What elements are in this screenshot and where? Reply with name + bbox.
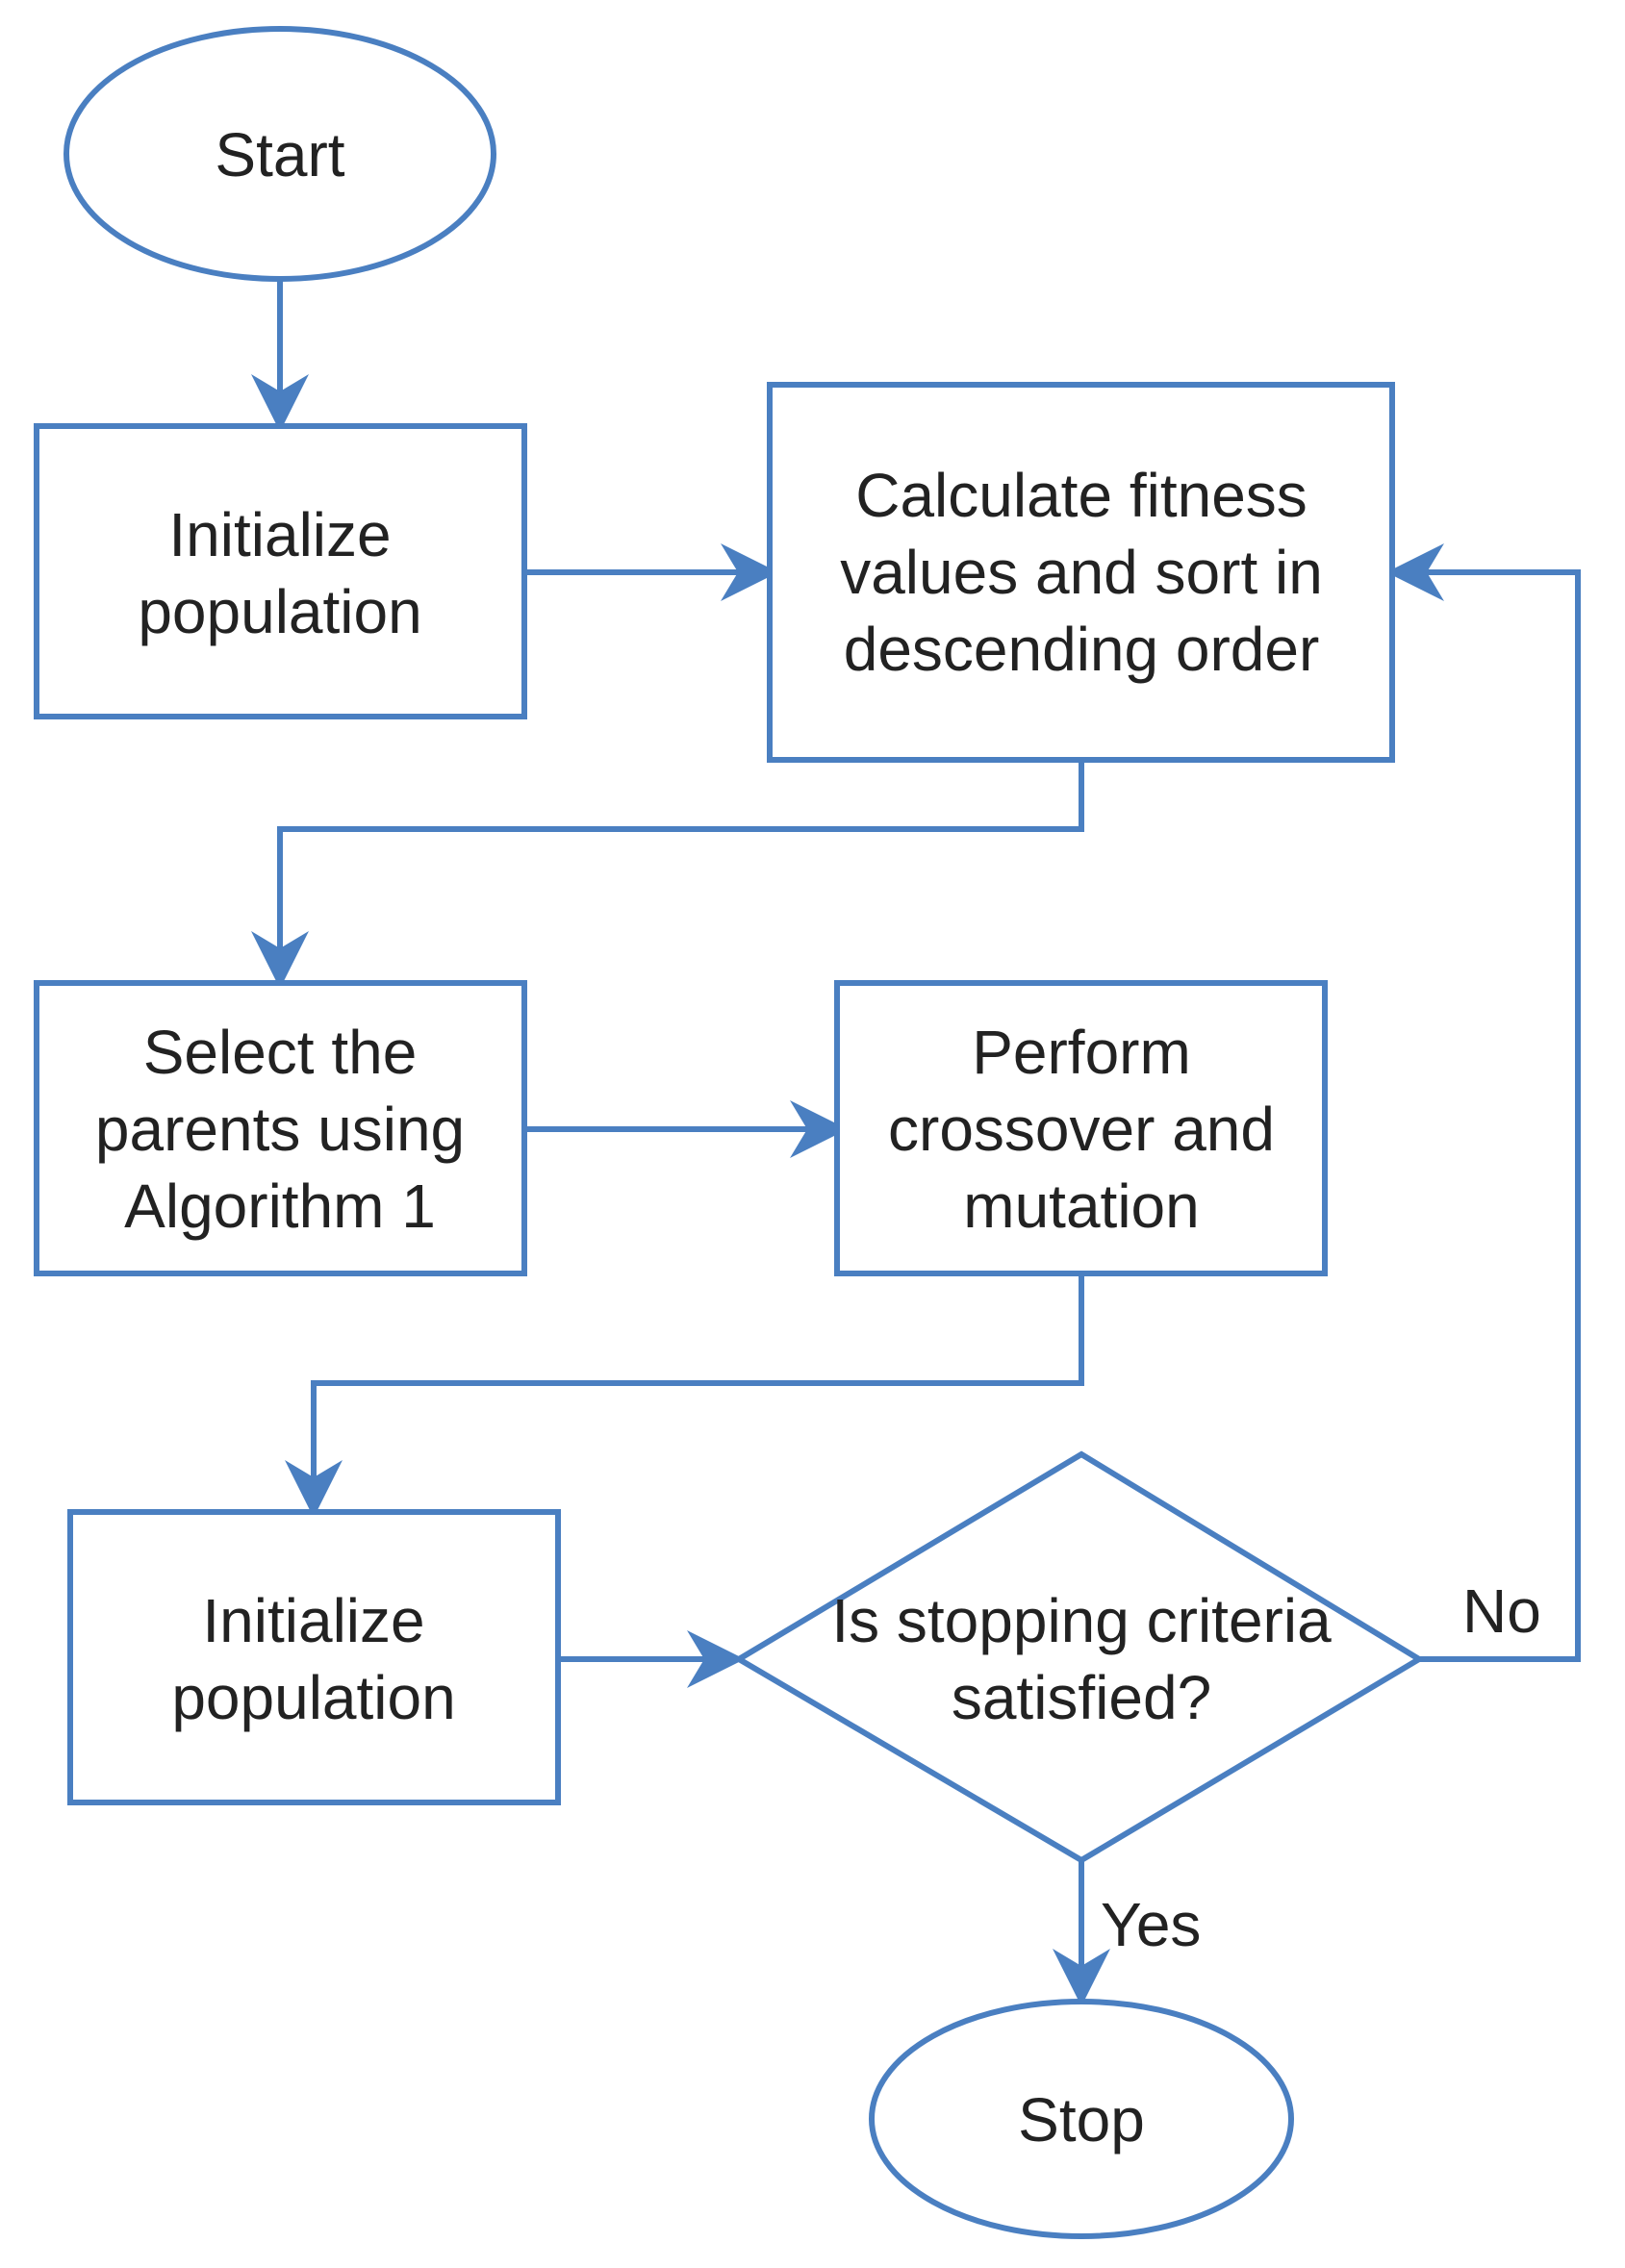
initialize-label-line-2: population <box>138 577 421 646</box>
fitness-label-line-1: Calculate fitness <box>855 461 1308 530</box>
initialize-2-label-line-2: population <box>171 1663 455 1732</box>
select-label-line-3: Algorithm 1 <box>124 1172 436 1241</box>
crossover-mutation-box: Perform crossover and mutation <box>834 980 1328 1276</box>
crossover-label-line-1: Perform <box>972 1018 1191 1087</box>
select-parents-box: Select the parents using Algorithm 1 <box>34 980 527 1276</box>
initialize-population-box: Initialize population <box>34 423 527 719</box>
stop-terminal: Stop <box>869 1999 1294 2239</box>
start-terminal: Start <box>63 26 496 282</box>
stop-label: Stop <box>1018 2085 1145 2155</box>
decision-label-line-1: Is stopping criteria <box>831 1586 1332 1655</box>
arrow-decision-no-loop <box>1386 543 1581 1662</box>
arrow-crossover-to-init2 <box>285 1275 1084 1518</box>
initialize-population-box-2: Initialize population <box>67 1509 561 1805</box>
select-label-line-1: Select the <box>143 1018 418 1087</box>
select-label-line-2: parents using <box>95 1095 465 1164</box>
calculate-fitness-box: Calculate fitness values and sort in des… <box>767 382 1395 763</box>
no-label: No <box>1462 1576 1541 1646</box>
yes-label: Yes <box>1101 1890 1201 1959</box>
initialize-label-line-1: Initialize <box>168 500 391 569</box>
initialize-2-label-line-1: Initialize <box>202 1586 424 1655</box>
crossover-label-line-3: mutation <box>963 1172 1199 1241</box>
decision-label-line-2: satisfied? <box>952 1663 1211 1732</box>
stopping-criteria-decision: Is stopping criteria satisfied? <box>733 1450 1425 1864</box>
connectors <box>251 279 1581 2006</box>
fitness-label-line-2: values and sort in <box>840 538 1323 607</box>
fitness-label-line-3: descending order <box>844 615 1320 684</box>
start-label: Start <box>215 120 344 189</box>
arrow-fitness-to-select <box>251 760 1084 989</box>
crossover-label-line-2: crossover and <box>888 1095 1275 1164</box>
